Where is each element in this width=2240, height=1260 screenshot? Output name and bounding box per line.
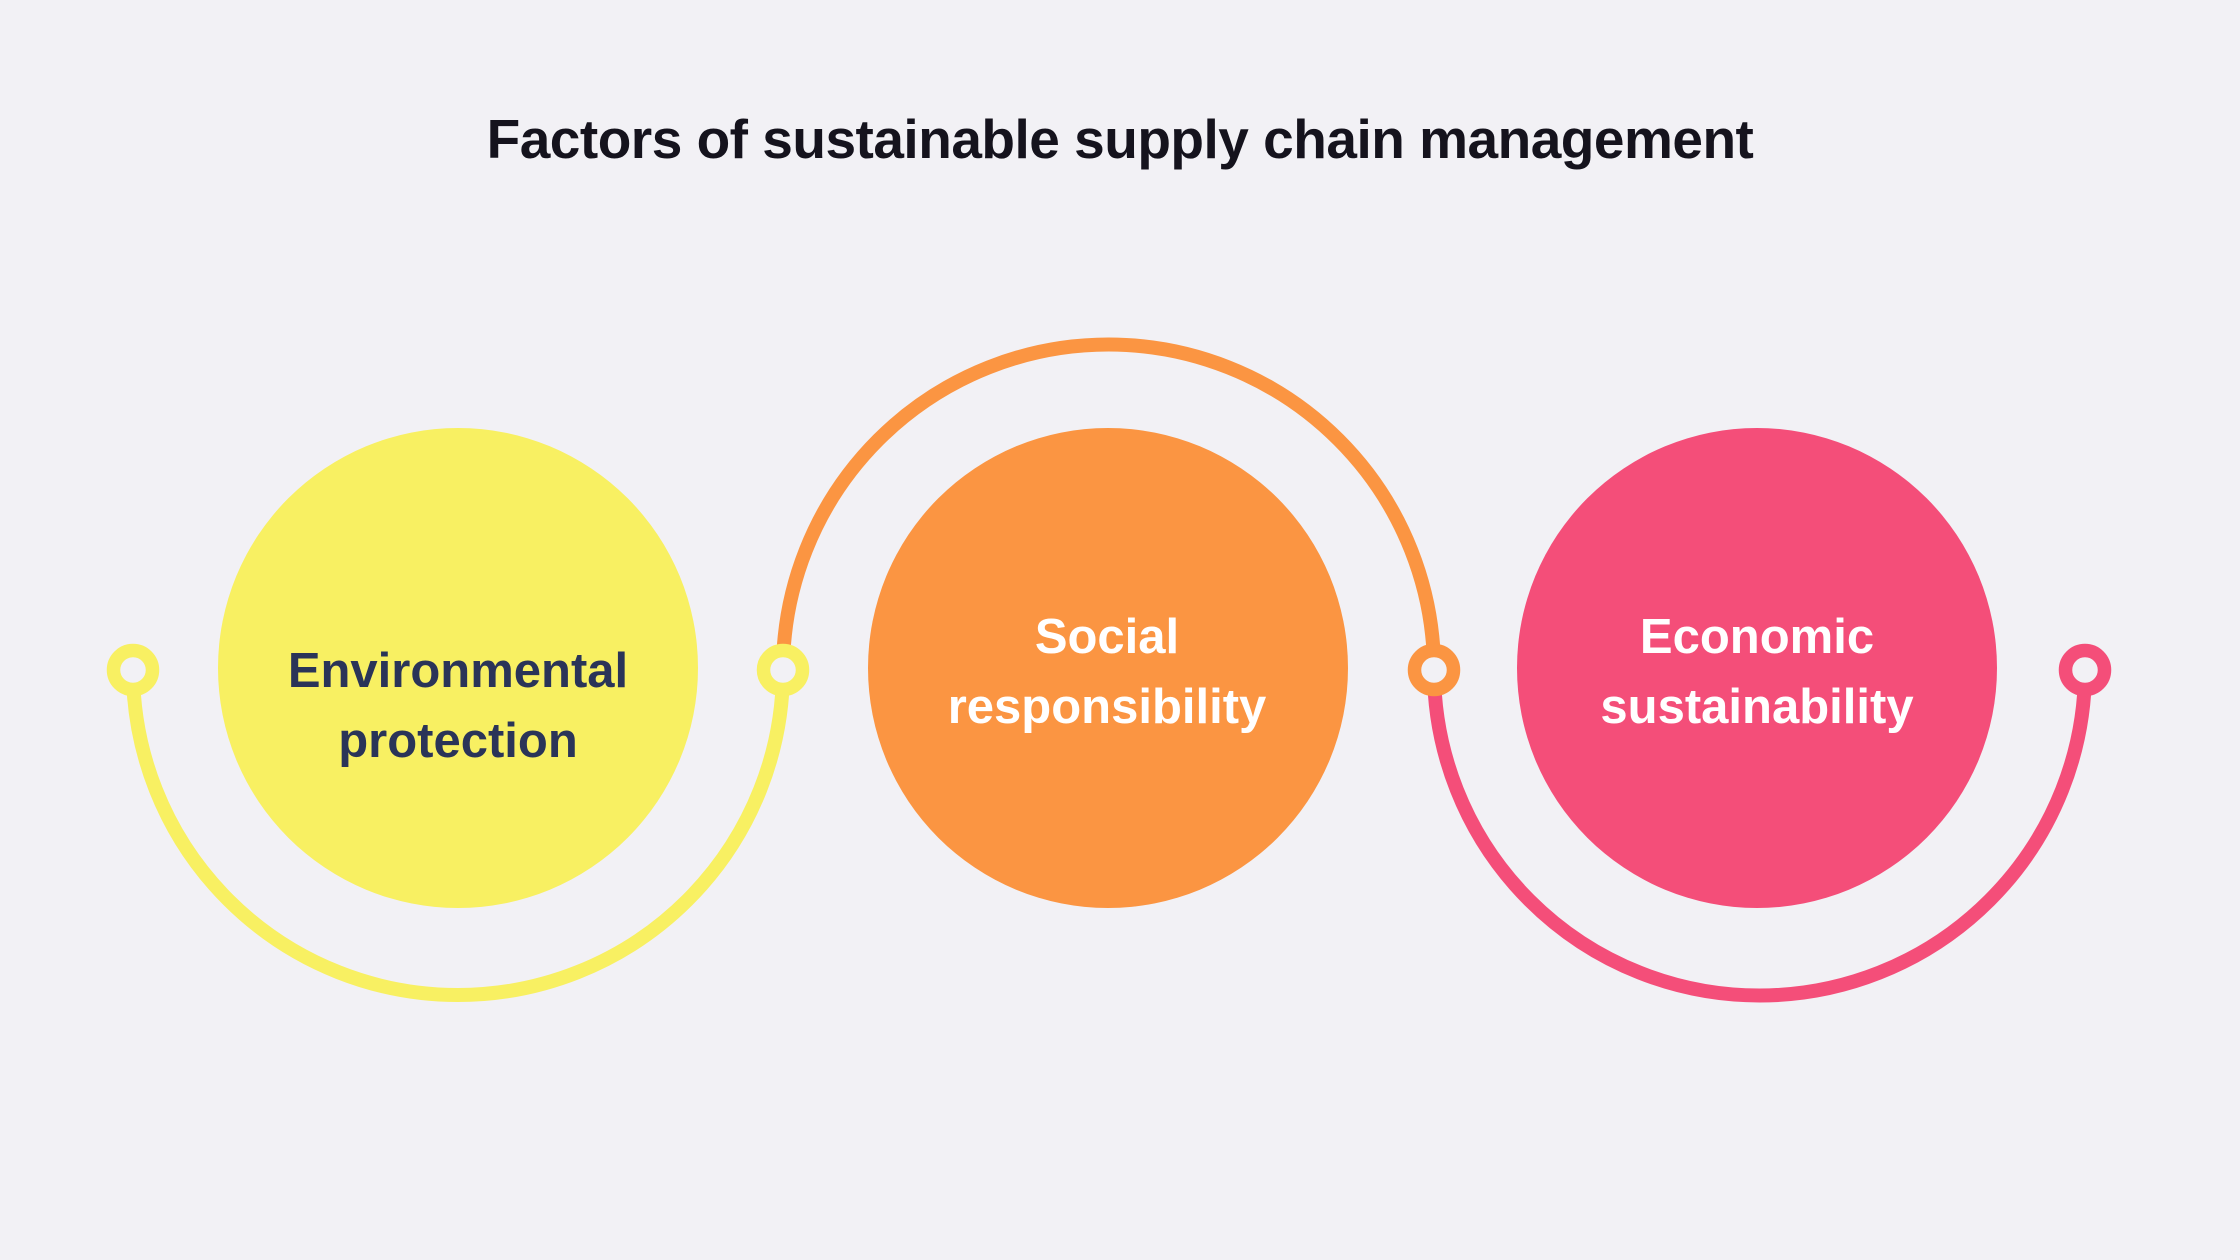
connector-arc-environmental — [126, 669, 790, 1002]
connector-arc-social — [776, 337, 1441, 671]
connector-arc-economic — [1427, 669, 2092, 1003]
node-label-social: Social responsibility — [948, 602, 1267, 742]
node-label-line: Economic — [1639, 609, 1875, 664]
node-label-line: Environmental — [287, 643, 629, 698]
node-label-line: sustainability — [1600, 680, 1914, 734]
diagram-title: Factors of sustainable supply chain mana… — [486, 108, 1754, 170]
node-circle-social — [868, 428, 1348, 908]
connector-dot-end — [2058, 643, 2112, 697]
node-label-environmental: Environmental protection — [288, 636, 628, 776]
node-circle-economic — [1517, 428, 1997, 908]
connector-dot-env-social — [756, 643, 810, 697]
connector-dot-social-economic — [1407, 643, 1461, 697]
connector-dot-start — [106, 643, 160, 697]
node-label-line: protection — [338, 714, 578, 768]
node-label-line: Social — [1034, 609, 1180, 664]
node-label-line: responsibility — [947, 680, 1267, 734]
node-label-economic: Economic sustainability — [1600, 602, 1913, 742]
node-circle-environmental — [218, 428, 698, 908]
